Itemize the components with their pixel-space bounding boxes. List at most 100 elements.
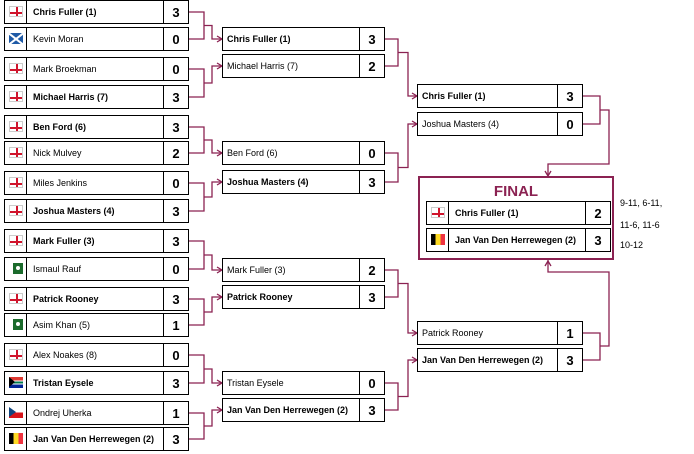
flag-cell [5,58,27,80]
south-africa-flag-icon [9,377,23,388]
player-score: 0 [163,343,189,367]
england-flag-icon [9,235,23,246]
player-score: 0 [359,141,385,165]
connector-qf-to-sf [398,282,417,334]
player-name: Ben Ford (6) [227,148,278,158]
player-name: Nick Mulvey [33,148,82,158]
final-title: FINAL [493,183,539,200]
player-name: Chris Fuller (1) [422,91,486,101]
round1-slot[interactable]: Jan Van Den Herrewegen (2) 3 [4,427,189,451]
england-flag-icon [9,91,23,102]
england-flag-icon [431,207,445,218]
player-score: 3 [557,348,583,372]
semifinal-slot[interactable]: Chris Fuller (1) 3 [417,84,583,108]
flag-cell [5,28,27,50]
connector-qf-pair [385,152,399,183]
connector-r1-to-qf [204,254,222,271]
england-flag-icon [9,63,23,74]
final-set-scores-line-2: 11-6, 11-6 [620,220,660,230]
connector-r1-pair [189,240,205,270]
connector-r1-to-qf [204,65,222,84]
player-score: 3 [557,84,583,108]
player-score: 0 [163,57,189,81]
player-name: Patrick Rooney [227,292,293,302]
scotland-flag-icon [9,33,23,44]
belgium-flag-icon [9,433,23,444]
flag-cell [5,402,27,424]
flag-cell [5,142,27,164]
player-name: Ondrej Uherka [33,408,92,418]
final-slot[interactable]: Jan Van Den Herrewegen (2)3 [426,228,611,252]
round1-slot[interactable]: Asim Khan (5)1 [4,313,189,337]
connector-sf-bottom-to-final [547,260,610,347]
player-name: Ben Ford (6) [33,122,86,132]
england-flag-icon [9,6,23,17]
round1-slot[interactable]: Alex Noakes (8)0 [4,343,189,367]
flag-cell [5,1,27,23]
connector-qf-to-sf [398,359,417,398]
player-name: Asim Khan (5) [33,320,91,330]
final-slot[interactable]: Chris Fuller (1)2 [426,201,611,225]
czech-flag-icon [9,407,23,418]
semifinal-slot[interactable]: Joshua Masters (4) 0 [417,112,583,136]
player-score: 3 [163,0,189,24]
connector-r1-pair [189,182,205,212]
player-name: Patrick Rooney [33,294,99,304]
player-score: 0 [163,257,189,281]
connector-r1-pair [189,11,205,40]
flag-cell [5,200,27,222]
quarterfinal-slot[interactable]: Chris Fuller (1)3 [222,27,385,51]
flag-cell [5,258,27,280]
pakistan-flag-icon [9,263,23,274]
connector-r1-to-qf [204,139,222,154]
player-name: Miles Jenkins [33,178,88,188]
connector-sf-bottom-pair [583,332,601,361]
player-score: 0 [557,112,583,136]
flag-cell [5,344,27,366]
player-score: 2 [163,141,189,165]
player-score: 3 [163,427,189,451]
player-score: 2 [585,201,611,225]
round1-slot[interactable]: Michael Harris (7)3 [4,85,189,109]
player-name: Kevin Moran [33,34,84,44]
flag-cell [5,86,27,108]
quarterfinal-slot[interactable]: Michael Harris (7)2 [222,54,385,78]
quarterfinal-slot[interactable]: Joshua Masters (4)3 [222,170,385,194]
round1-slot[interactable]: Joshua Masters (4)3 [4,199,189,223]
player-name: Patrick Rooney [422,328,484,338]
player-score: 2 [359,258,385,282]
round1-slot[interactable]: Ben Ford (6) 3 [4,115,189,139]
round1-slot[interactable]: Mark Fuller (3)3 [4,229,189,253]
round1-slot[interactable]: Nick Mulvey 2 [4,141,189,165]
flag-cell [5,372,27,394]
connector-qf-to-sf [398,123,417,169]
player-score: 3 [163,115,189,139]
player-name: Jan Van Den Herrewegen (2) [33,434,155,444]
quarterfinal-slot[interactable]: Mark Fuller (3) 2 [222,258,385,282]
player-name: Joshua Masters (4) [227,177,309,187]
player-score: 3 [163,199,189,223]
quarterfinal-slot[interactable]: Ben Ford (6) 0 [222,141,385,165]
player-score: 3 [163,85,189,109]
round1-slot[interactable]: Chris Fuller (1)3 [4,0,189,24]
england-flag-icon [9,205,23,216]
connector-r1-pair [189,412,205,440]
flag-cell [5,116,27,138]
player-name: Tristan Eysele [33,378,94,388]
player-name: Joshua Masters (4) [422,119,500,129]
flag-cell [5,428,27,450]
player-name: Mark Fuller (3) [33,236,95,246]
quarterfinal-slot[interactable]: Jan Van Den Herrewegen (2)3 [222,398,385,422]
semifinal-slot[interactable]: Jan Van Den Herrewegen (2)3 [417,348,583,372]
player-name: Mark Fuller (3) [227,265,286,275]
